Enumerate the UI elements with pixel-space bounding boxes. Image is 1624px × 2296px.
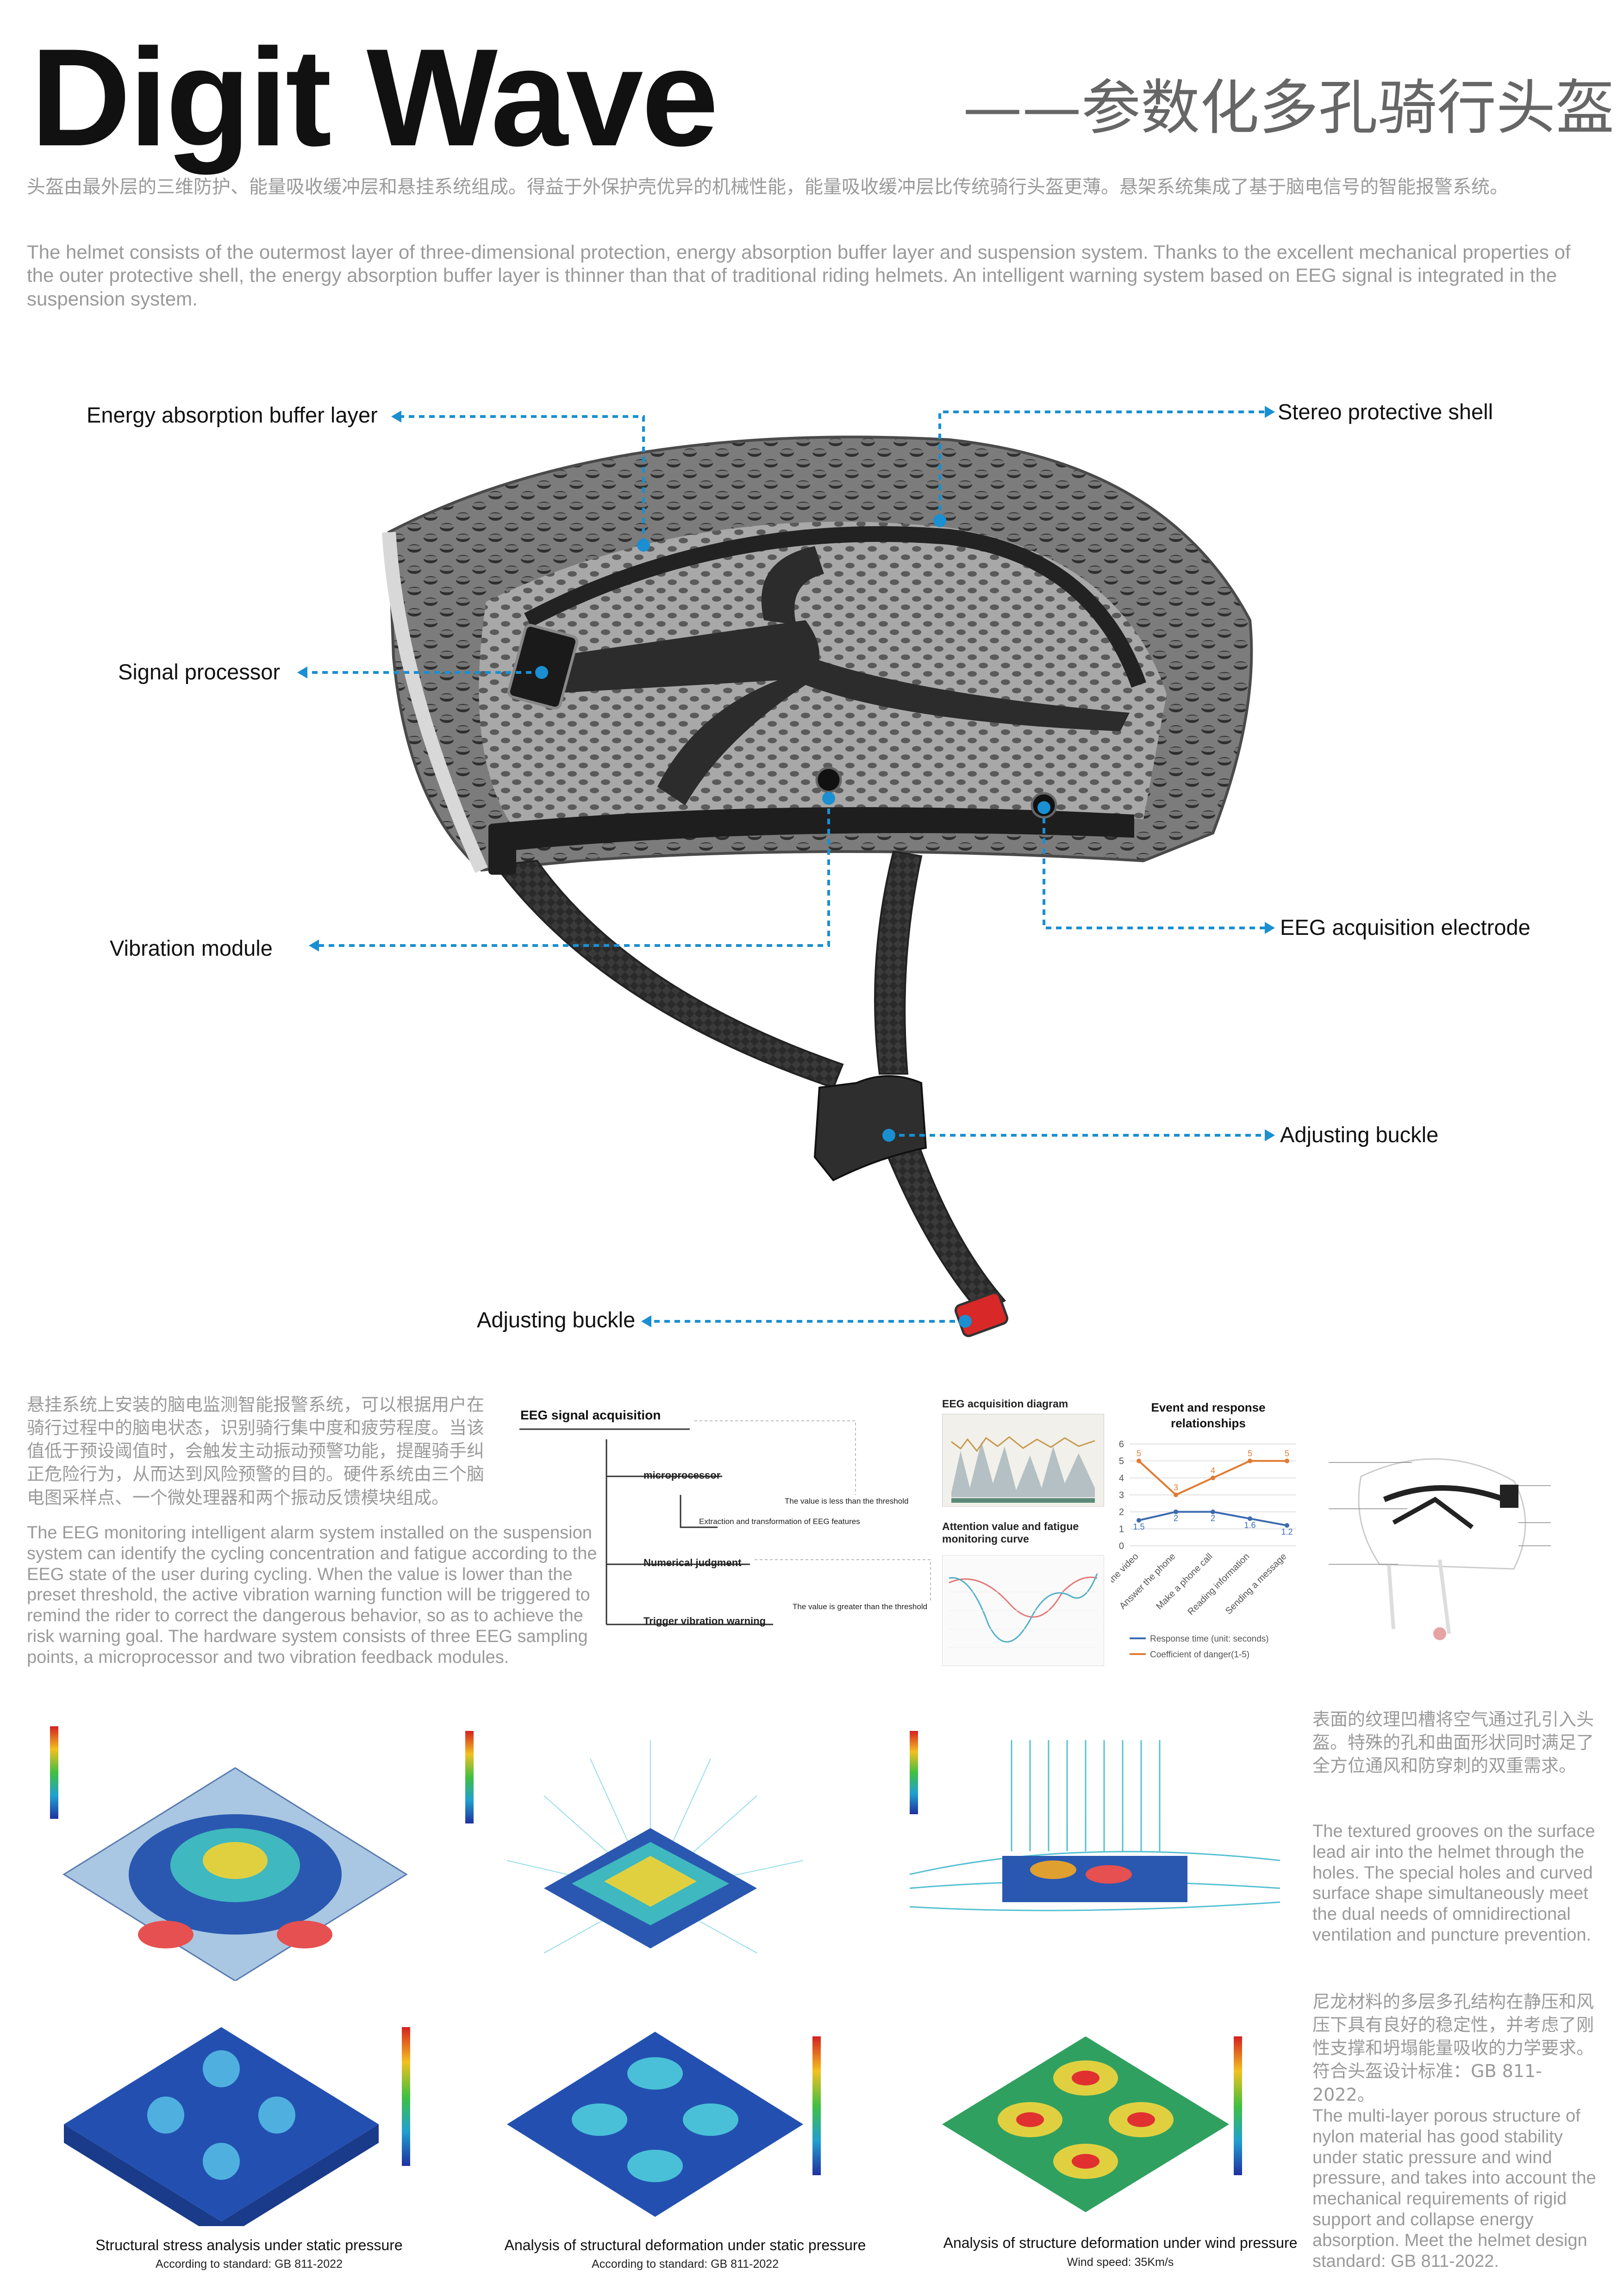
analysis-3-title: Analysis of structure deformation under … [943, 2234, 1298, 2251]
analysis-2-sub: According to standard: GB 811-2022 [592, 2258, 779, 2271]
callout-lines [297, 406, 1275, 1328]
flow-numerical-judgment: Numerical judgment [643, 1557, 742, 1568]
flow-note-greater: The value is greater than the threshold [793, 1602, 928, 1611]
chart-point [1211, 1509, 1215, 1514]
chart-data-label: 4 [1211, 1466, 1215, 1475]
callout-adjusting-buckle-2: Adjusting buckle [477, 1307, 636, 1332]
structure-en: The multi-layer porous structure of nylo… [1312, 2106, 1596, 2271]
callout-vibration-module: Vibration module [110, 936, 273, 960]
chart-legend-label: Coefficient of danger(1-5) [1150, 1650, 1249, 1660]
flow-trigger-warning: Trigger vibration warning [643, 1615, 766, 1627]
chart-point [1248, 1458, 1252, 1463]
chart-point [1174, 1493, 1178, 1497]
intro-zh: 头盔由最外层的三维防护、能量吸收缓冲层和悬挂系统组成。得益于外保护壳优异的机械性… [27, 176, 1508, 198]
chart-data-label: 3 [1174, 1483, 1178, 1492]
chart-ytick: 5 [1119, 1456, 1124, 1467]
chart-data-label: 5 [1285, 1449, 1289, 1458]
fea-stress-static [64, 2027, 410, 2226]
helmet-sensor-diagram [1329, 1458, 1551, 1640]
chart-xtick: Sending a message [1224, 1551, 1289, 1617]
callout-stereo-shell: Stereo protective shell [1278, 399, 1493, 424]
eeg-text-zh: 悬挂系统上安装的脑电监测智能报警系统，可以根据用户在骑行过程中的脑电状态，识别骑… [27, 1394, 485, 1508]
helmet-illustration [382, 436, 1253, 1338]
chart-point [1211, 1475, 1215, 1481]
structure-zh: 尼龙材料的多层多孔结构在静压和风压下具有良好的稳定性，并考虑了刚性支撑和坍塌能量… [1312, 1991, 1594, 2105]
chart-point [1285, 1458, 1289, 1463]
flow-lines [519, 1420, 931, 1625]
page-title: Digit Wave [31, 19, 718, 175]
chart-point [1174, 1509, 1178, 1514]
chart-data-label: 5 [1248, 1449, 1252, 1458]
callout-energy-layer: Energy absorption buffer layer [87, 403, 378, 427]
eeg-flow-diagram: EEG signal acquisition microprocessor Th… [514, 1402, 940, 1634]
fea-panel-1 [50, 1726, 408, 1981]
chart-ytick: 2 [1119, 1507, 1124, 1518]
chart-data-label: 2 [1174, 1514, 1178, 1523]
chart-data-label: 2 [1211, 1514, 1215, 1523]
analysis-1-title: Structural stress analysis under static … [95, 2237, 403, 2253]
attention-curve [942, 1555, 1104, 1666]
chart-ytick: 1 [1119, 1524, 1124, 1534]
analysis-1-sub: According to standard: GB 811-2022 [156, 2258, 343, 2271]
callout-eeg-electrode: EEG acquisition electrode [1280, 915, 1530, 940]
flow-microprocessor: microprocessor [643, 1469, 721, 1481]
chart-data-label: 1.5 [1133, 1522, 1144, 1531]
event-response-chart: Event and response relationships 0 1 2 3 4 5 6… [1111, 1400, 1296, 1660]
chart-data-label: 1.2 [1281, 1527, 1293, 1537]
flow-note-less: The value is less than the threshold [785, 1497, 909, 1506]
chart-legend-label: Response time (unit: seconds) [1150, 1634, 1269, 1644]
fea-panel-3 [909, 1731, 1280, 1911]
chart-point [1137, 1518, 1141, 1523]
ventilation-zh: 表面的纹理凹槽将空气通过孔引入头盔。特殊的孔和曲面形状同时满足了全方位通风和防穿… [1312, 1709, 1594, 1776]
eeg-text-en: The EEG monitoring intelligent alarm sys… [27, 1523, 597, 1667]
chart-data-label: 1.6 [1244, 1520, 1255, 1530]
chart-point [1137, 1458, 1141, 1463]
chart-title-line2: relationships [1171, 1416, 1246, 1430]
analysis-2-title: Analysis of structural deformation under… [504, 2237, 866, 2253]
chart-point [1285, 1523, 1289, 1528]
callout-signal-processor: Signal processor [118, 660, 281, 684]
eeg-acq-title: EEG acquisition diagram [942, 1398, 1068, 1410]
chart-data-label: 5 [1137, 1449, 1141, 1458]
flow-feature-extraction: Extraction and transformation of EEG fea… [699, 1517, 860, 1526]
chart-ytick: 4 [1119, 1473, 1124, 1483]
chart-ytick: 6 [1119, 1439, 1124, 1450]
fea-panel-2 [465, 1731, 804, 1954]
intro-en: The helmet consists of the outermost lay… [27, 241, 1571, 310]
att-title: Attention value and fatigue monitoring c… [942, 1520, 1079, 1545]
chart-title-line1: Event and response [1151, 1400, 1265, 1414]
analysis-3-sub: Wind speed: 35Km/s [1067, 2256, 1174, 2269]
chart-ytick: 3 [1119, 1490, 1124, 1500]
page-subtitle: ——参数化多孔骑行头盔 [963, 74, 1615, 143]
fea-deform-static [507, 2032, 821, 2217]
flow-head: EEG signal acquisition [520, 1408, 661, 1422]
fea-deform-wind [942, 2036, 1242, 2212]
chart-point [1248, 1516, 1252, 1521]
chart-xtick: Reading information [1186, 1551, 1251, 1617]
ventilation-en: The textured grooves on the surface lead… [1312, 1822, 1595, 1945]
callout-adjusting-buckle-1: Adjusting buckle [1280, 1122, 1439, 1147]
chart-ytick: 0 [1119, 1541, 1124, 1551]
eeg-acq-diagram [942, 1414, 1104, 1506]
